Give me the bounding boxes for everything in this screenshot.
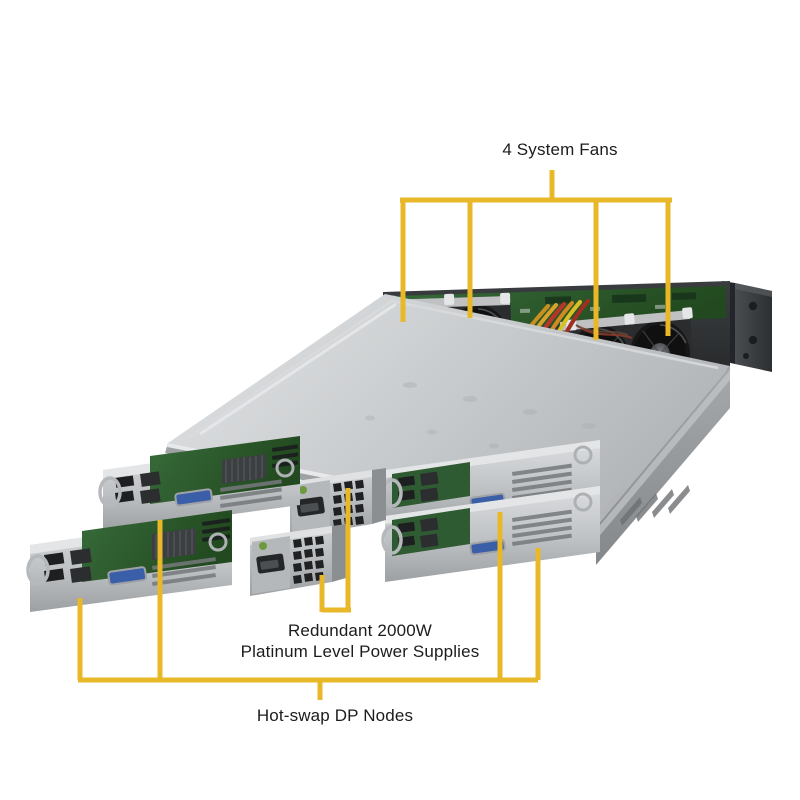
- callout-label-fans: 4 System Fans: [502, 140, 618, 159]
- callout-leader-nodes: [77, 512, 541, 700]
- psu-1-power-inlet: [296, 496, 325, 517]
- psu-2-power-inlet: [256, 553, 285, 574]
- callout-leader-fans: [400, 170, 672, 340]
- node-tray-3: [381, 486, 600, 582]
- power-supply-1: [290, 468, 386, 538]
- node-1-io-ports: [44, 548, 92, 583]
- node-2-heatsink: [222, 454, 266, 484]
- node-4-io-ports: [398, 471, 439, 502]
- node-tray-1: [26, 510, 232, 612]
- node-tray-2: [98, 436, 300, 532]
- callout-leader-power-supplies: [319, 488, 351, 613]
- callout-label-power-supplies-line1: Redundant 2000W: [287, 621, 433, 640]
- callout-label-hot-swap-nodes: Hot-swap DP Nodes: [256, 706, 414, 725]
- chassis-front-band: [596, 366, 730, 565]
- callout-label-power-supplies: Redundant 2000W Platinum Level Power Supp…: [215, 620, 505, 662]
- callout-label-power-supplies-line2: Platinum Level Power Supplies: [240, 642, 480, 661]
- psu-2-vent: [293, 535, 325, 584]
- node-tray-4: [381, 440, 600, 528]
- power-supply-2: [250, 524, 346, 596]
